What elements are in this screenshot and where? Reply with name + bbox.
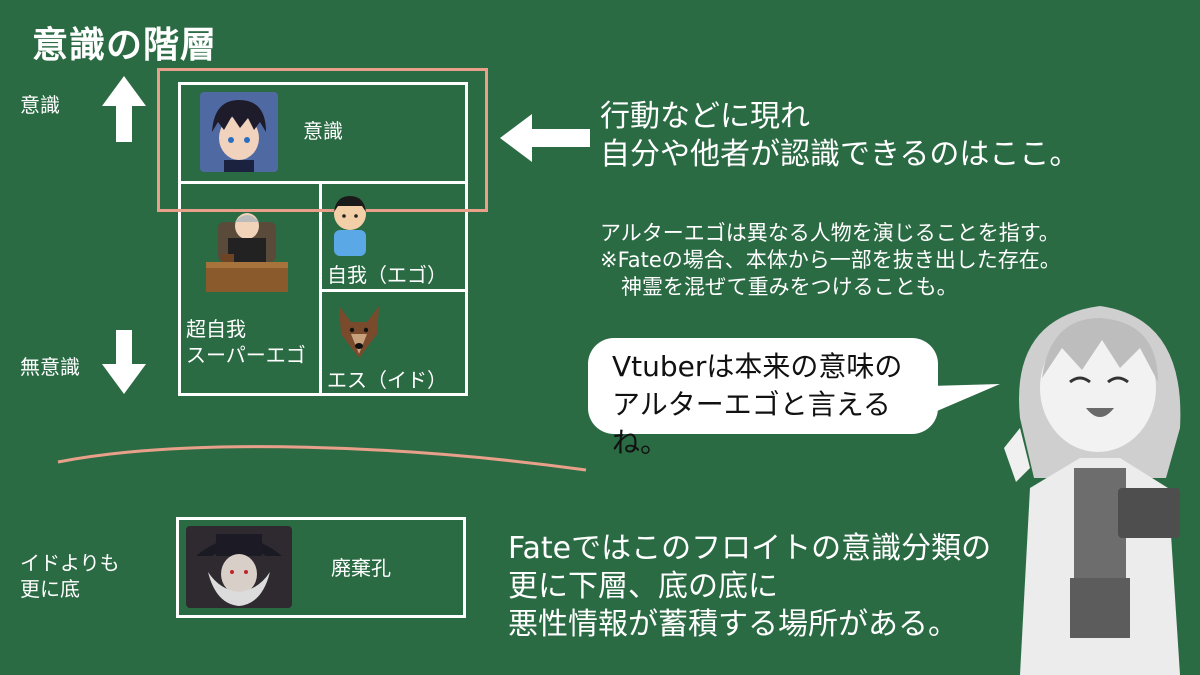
up-arrow-icon [102,76,146,142]
abandoned-hole-box [176,517,466,618]
speech-bubble: Vtuberは本来の意味の アルターエゴと言えるね。 [588,338,938,459]
id-wolf-illustration [333,304,385,360]
superego-judge-illustration [204,204,290,294]
ego-cell-label: 自我（エゴ） [327,263,447,287]
below-id-side-label: イドよりも 更に底 [20,551,120,601]
conscious-cell-label: 意識 [303,119,343,143]
callout-text: 行動などに現れ 自分や他者が認識できるのはここ。 [600,99,1080,172]
conscious-highlight-frame [157,68,488,212]
conscious-side-label: 意識 [20,93,60,117]
alter-ego-note: アルターエゴは異なる人物を演じることを指す。 ※Fateの場合、本体から一部を抜… [600,221,1061,299]
avenger-character-portrait [186,526,292,608]
ego-boy-illustration [326,190,374,256]
bottom-note: Fateではこのフロイトの意識分類の 更に下層、底の底に 悪性情報が蓄積する場所… [508,531,992,642]
superego-cell-label: 超自我 スーパーエゴ [186,317,306,367]
speech-bubble-tail [930,384,1000,414]
page-title: 意識の階層 [32,25,218,66]
abandoned-hole-cell-label: 廃棄孔 [331,556,391,580]
narrator-character-illustration [1004,306,1181,675]
left-arrow-icon [500,114,590,162]
wavy-divider [57,445,587,472]
down-arrow-icon [102,330,146,394]
conscious-character-portrait [200,92,278,172]
speech-bubble-text: Vtuberは本来の意味の アルターエゴと言えるね。 [612,350,903,459]
unconscious-side-label: 無意識 [20,355,80,379]
id-cell-label: エス（イド） [327,368,447,392]
id-box [319,289,468,396]
